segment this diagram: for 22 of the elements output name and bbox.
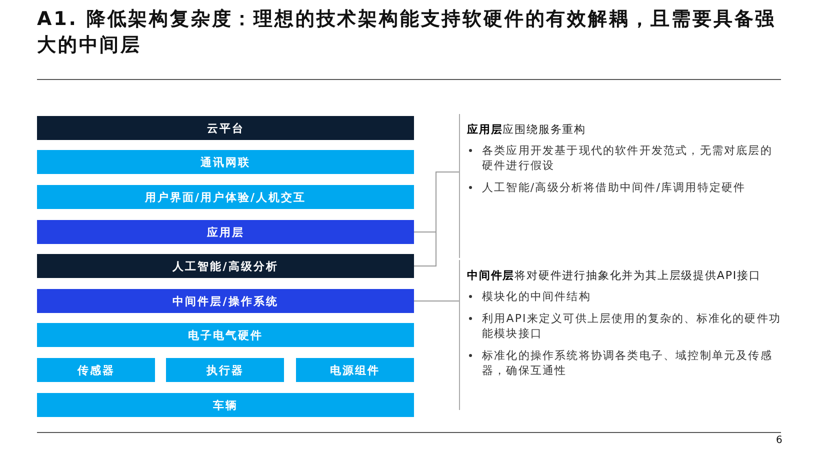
bullet-text: 各类应用开发基于现代的软件开发范式，无需对底层的硬件进行假设 (467, 143, 782, 173)
page-number: 6 (776, 435, 782, 446)
connector-line (414, 172, 460, 266)
bullet-text: 人工智能/高级分析将借助中间件/库调用特定硬件 (467, 180, 782, 195)
layer-bar: 中间件层/操作系统 (37, 289, 414, 313)
layer-bar: 应用层 (37, 220, 414, 244)
bullet-text: 模块化的中间件结构 (467, 289, 782, 304)
layer-bar: 电源组件 (296, 358, 414, 382)
slide-title: A1. 降低架构复杂度：理想的技术架构能支持软硬件的有效解耦，且需要具备强大的中间层 (37, 7, 778, 58)
panel-heading: 中间件层将对硬件进行抽象化并为其上层级提供API接口 (467, 268, 762, 283)
layer-bar: 电子电气硬件 (37, 323, 414, 347)
layer-bar: 用户界面/用户体验/人机交互 (37, 185, 414, 209)
connector-line (414, 300, 460, 302)
layer-bar: 通讯网联 (37, 150, 414, 174)
layer-bar: 云平台 (37, 116, 414, 140)
panel-heading: 应用层应围绕服务重构 (467, 122, 588, 137)
layer-bar: 传感器 (37, 358, 155, 382)
layer-bar: 人工智能/高级分析 (37, 254, 414, 278)
layer-bar: 执行器 (166, 358, 284, 382)
bullet-text: 利用API来定义可供上层使用的复杂的、标准化的硬件功能模块接口 (467, 311, 782, 341)
layer-bar: 车辆 (37, 393, 414, 417)
bullet-text: 标准化的操作系统将协调各类电子、域控制单元及传感器，确保互通性 (467, 348, 782, 378)
